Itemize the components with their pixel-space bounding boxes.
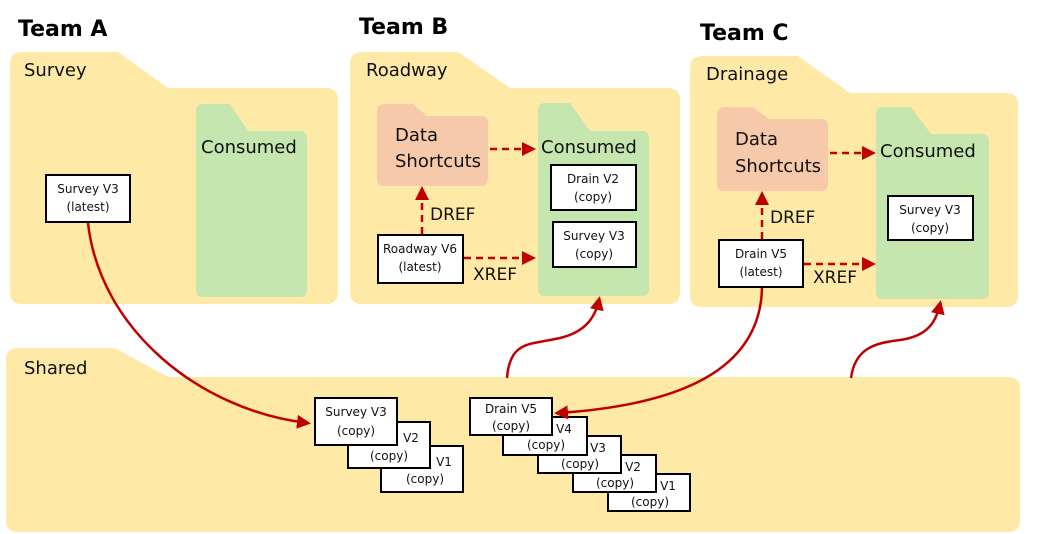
shared-to-team-b-consumed-arrow xyxy=(505,296,604,379)
shared-drain-v5-copy[interactable]: Drain V5 (copy) xyxy=(469,397,553,436)
roadway-folder-label: Roadway xyxy=(366,60,448,81)
team-c-xref-label: XREF xyxy=(813,268,857,288)
drain-to-shared-arrow xyxy=(554,287,764,420)
survey-folder-label: Survey xyxy=(24,60,87,81)
file-name: V4 xyxy=(556,422,572,436)
drain-v2-copy-file[interactable]: Drain V2 (copy) xyxy=(550,164,637,211)
shared-folder-label: Shared xyxy=(24,358,87,379)
file-name: V2 xyxy=(403,431,419,445)
team-b-title: Team B xyxy=(359,15,448,40)
file-status: (copy) xyxy=(574,190,612,204)
team-b-xref-label: XREF xyxy=(473,265,517,285)
roadway-v6-latest-file[interactable]: Roadway V6 (latest) xyxy=(377,234,464,284)
file-name: Survey V3 xyxy=(325,405,386,419)
shared-survey-v3-copy[interactable]: Survey V3 (copy) xyxy=(314,397,398,446)
team-c-title: Team C xyxy=(700,21,789,46)
file-status: (latest) xyxy=(739,265,782,279)
team-b-shortcuts-label-1: Data xyxy=(395,125,438,146)
team-c-survey-v3-copy-file[interactable]: Survey V3 (copy) xyxy=(887,195,974,241)
team-b-consumed-label: Consumed xyxy=(541,137,637,158)
survey-v3-latest-file[interactable]: Survey V3 (latest) xyxy=(45,174,131,223)
team-a-consumed-folder[interactable] xyxy=(196,104,307,297)
file-status: (latest) xyxy=(398,260,441,274)
file-name: V3 xyxy=(590,441,606,455)
file-name: V1 xyxy=(436,455,452,469)
team-c-shortcuts-label-1: Data xyxy=(735,129,778,150)
file-name: V2 xyxy=(625,460,641,474)
file-status: (copy) xyxy=(911,221,949,235)
survey-v3-copy-file[interactable]: Survey V3 (copy) xyxy=(552,221,637,268)
drain-v5-latest-file[interactable]: Drain V5 (latest) xyxy=(718,239,804,288)
file-status: (copy) xyxy=(561,457,599,471)
team-c-shortcuts-label-2: Shortcuts xyxy=(735,156,821,177)
file-status: (copy) xyxy=(337,424,375,438)
file-status: (copy) xyxy=(492,419,530,433)
file-name: Drain V5 xyxy=(735,247,787,261)
file-name: Roadway V6 xyxy=(383,242,457,256)
file-status: (copy) xyxy=(406,472,444,486)
team-c-shortcuts-folder[interactable] xyxy=(717,107,828,191)
file-status: (copy) xyxy=(527,438,565,452)
file-status: (copy) xyxy=(575,247,613,261)
survey-to-shared-arrow xyxy=(86,222,311,429)
team-b-shortcuts-folder[interactable] xyxy=(377,104,488,186)
file-status: (copy) xyxy=(370,449,408,463)
team-b-shortcuts-label-2: Shortcuts xyxy=(395,151,481,172)
team-a-title: Team A xyxy=(18,17,107,42)
shared-to-team-c-consumed-arrow xyxy=(849,300,945,379)
file-name: V1 xyxy=(660,479,676,493)
file-name: Survey V3 xyxy=(899,203,960,217)
team-c-consumed-label: Consumed xyxy=(880,141,976,162)
drainage-folder-label: Drainage xyxy=(706,64,788,85)
team-a-consumed-label: Consumed xyxy=(201,137,297,158)
file-name: Survey V3 xyxy=(57,182,118,196)
file-name: Survey V3 xyxy=(563,229,624,243)
team-c-dref-label: DREF xyxy=(770,208,815,228)
file-name: Drain V5 xyxy=(485,402,537,416)
team-b-dref-label: DREF xyxy=(430,205,475,225)
file-status: (copy) xyxy=(631,495,669,509)
file-status: (latest) xyxy=(66,200,109,214)
file-status: (copy) xyxy=(596,476,634,490)
file-name: Drain V2 xyxy=(567,172,619,186)
